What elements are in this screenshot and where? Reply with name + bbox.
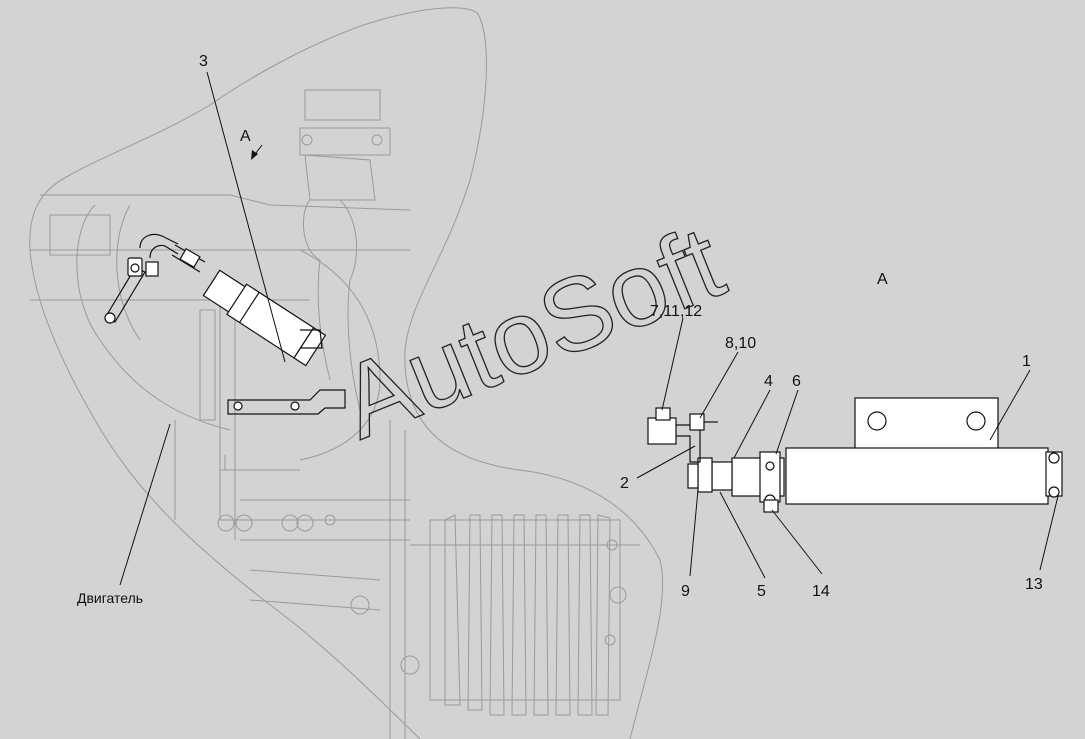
leader-engine bbox=[119, 423, 171, 586]
leader-13 bbox=[1039, 495, 1059, 571]
callout-2: 2 bbox=[620, 475, 629, 492]
callout-14: 14 bbox=[812, 583, 830, 600]
engine-label: Двигатель bbox=[77, 590, 143, 606]
callout-1: 1 bbox=[1022, 353, 1031, 370]
leader-4 bbox=[733, 389, 771, 459]
callout-13: 13 bbox=[1025, 576, 1043, 593]
actuator-assembly bbox=[104, 233, 346, 415]
leader-9 bbox=[689, 489, 699, 577]
callout-3: 3 bbox=[199, 53, 208, 70]
callout-5: 5 bbox=[757, 583, 766, 600]
ghost-outline-assembly bbox=[29, 7, 664, 739]
ghost-pulley bbox=[444, 514, 611, 716]
view-arrow-head bbox=[251, 150, 258, 160]
leader-14 bbox=[771, 509, 823, 575]
leader-6 bbox=[775, 389, 799, 455]
callout-8-10: 8,10 bbox=[725, 335, 756, 352]
leader-5 bbox=[719, 491, 766, 579]
actuator-body bbox=[785, 447, 1049, 505]
leader-2 bbox=[636, 445, 696, 479]
callout-4: 4 bbox=[764, 373, 773, 390]
leader-1 bbox=[989, 369, 1031, 441]
callout-7-11-12: 7,11,12 bbox=[650, 303, 702, 320]
view-title: A bbox=[877, 271, 888, 288]
ghost-fasteners bbox=[217, 134, 627, 675]
leader-3 bbox=[206, 71, 286, 363]
callout-6: 6 bbox=[792, 373, 801, 390]
leader-8-10 bbox=[699, 351, 739, 419]
leader-7-11-12 bbox=[661, 317, 684, 411]
view-marker: A bbox=[240, 128, 251, 145]
callout-9: 9 bbox=[681, 583, 690, 600]
detail-assembly bbox=[647, 397, 1063, 513]
